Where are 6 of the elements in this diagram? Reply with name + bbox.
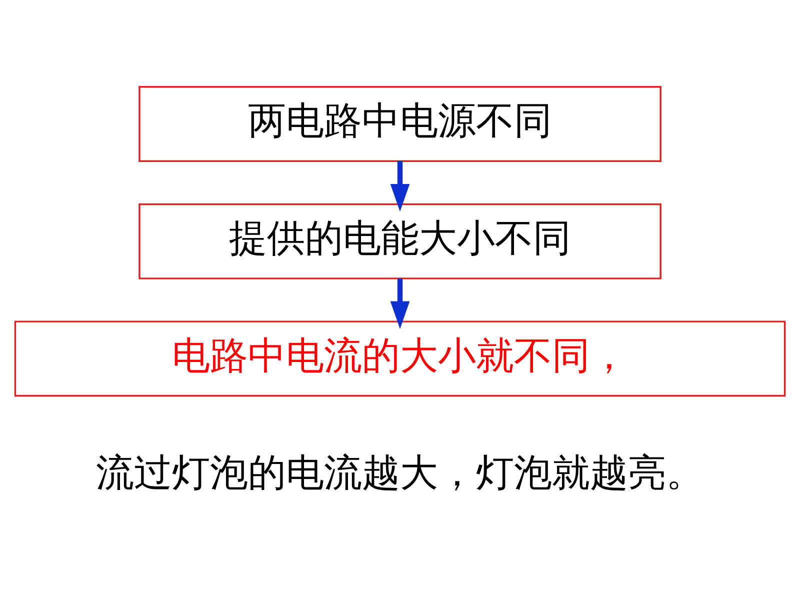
arrow: [390, 278, 410, 329]
node-box: 电路中电流的大小就不同，: [14, 320, 786, 397]
arrow: [390, 161, 410, 212]
label: 流过灯泡的电流越大，灯泡就越亮。: [96, 450, 704, 495]
node-box: 提供的电能大小不同: [138, 203, 662, 280]
node-box: 两电路中电源不同: [138, 86, 662, 162]
